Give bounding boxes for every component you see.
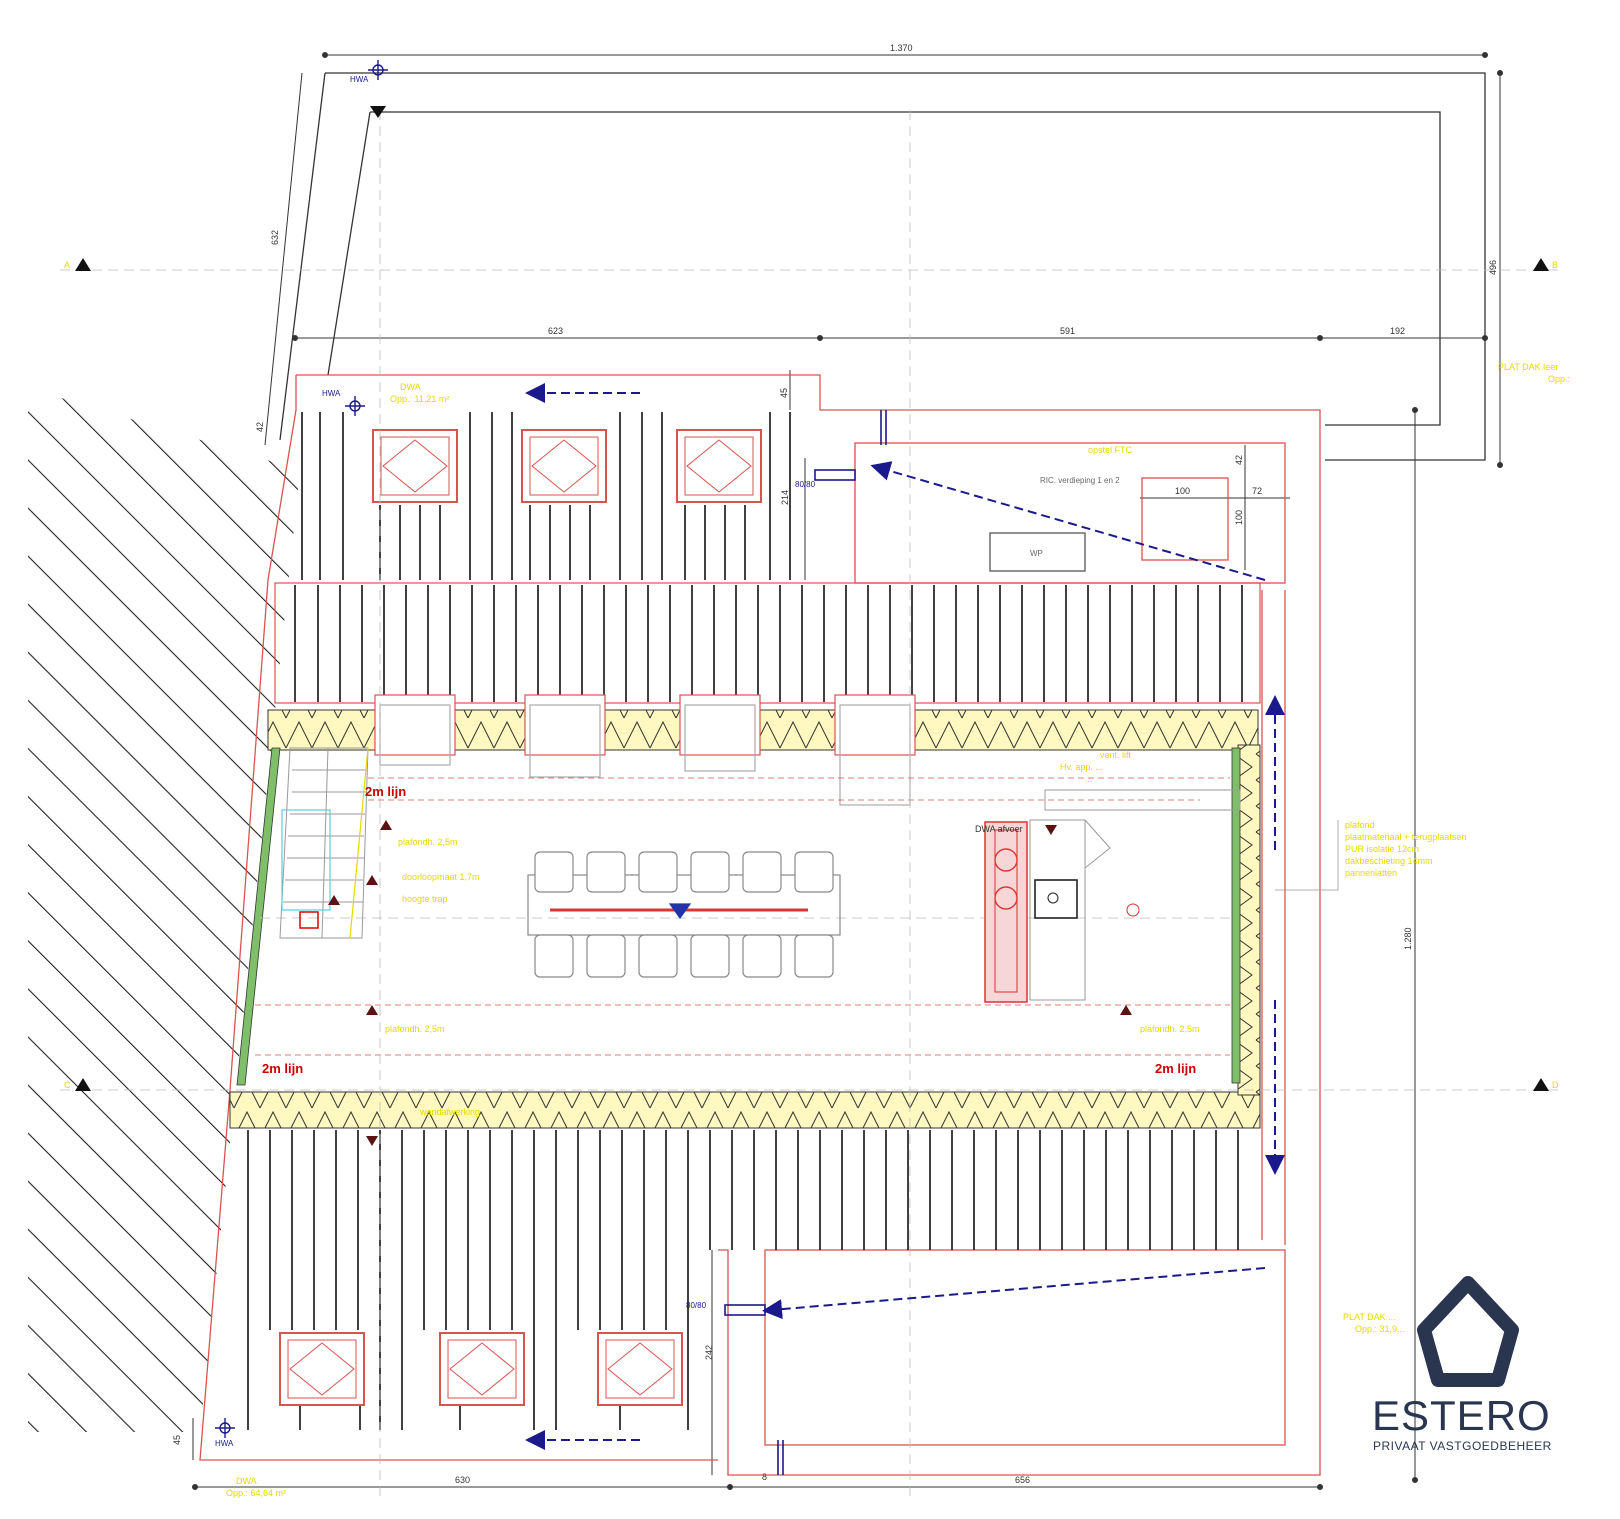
section-a: A (64, 260, 70, 270)
dimension-texts: 1.370 623 591 192 632 496 1.280 630 656 … (172, 43, 1498, 1485)
section-d: D (1552, 1080, 1559, 1090)
dim-top-mid: 591 (1060, 326, 1075, 336)
green-wall-strips (236, 747, 1241, 1086)
plat-dak-bottom-sub: Opp.: 31,9... (1355, 1324, 1405, 1334)
legend-item-5: pannenlatten (1345, 868, 1397, 878)
dim-top-total: 1.370 (890, 43, 913, 53)
legend-item-3: PUR isolatie 12cm (1345, 844, 1419, 854)
dim-242: 242 (704, 1345, 714, 1360)
skylight-top-1 (372, 429, 458, 503)
lijn-label-left: 2m lijn (262, 1061, 303, 1076)
plat-dak-top-sub: Opp.: (1548, 374, 1570, 384)
dim-42b: 42 (1234, 455, 1244, 465)
dim-right-total: 1.280 (1403, 927, 1413, 950)
note-wandafwerking: wandafwerking (419, 1107, 480, 1117)
top-roof-tiles (301, 412, 791, 580)
note-extra: ... (1085, 774, 1093, 784)
note-plafond-2: plafondh. 2,5m (385, 1024, 445, 1034)
lijn-label-top: 2m lijn (365, 784, 406, 799)
hwa-labels: HWA HWA HWA (215, 75, 369, 1448)
section-markers (75, 106, 1549, 1091)
dim-8: 8 (762, 1472, 767, 1482)
skylight-bottom-2 (439, 1332, 525, 1406)
section-c: C (64, 1080, 71, 1090)
staircase (279, 747, 369, 939)
bottom-roof-tiles (247, 1130, 1239, 1430)
plat-dak-top: PLAT DAK leer (1498, 362, 1558, 372)
chairs-top (534, 851, 834, 893)
logo-name: ESTERO (1372, 1392, 1551, 1439)
downpipes (724, 410, 887, 1475)
dwa-top-area: Opp.: 11,21 m² (390, 394, 449, 404)
dimension-lines (192, 52, 1503, 1490)
dwa-kitchen-label: DWA afvoer (975, 824, 1023, 834)
neighbour-hatch (28, 388, 300, 1432)
dim-80-bottom: 80/80 (686, 1301, 707, 1310)
note-doorloop: doorloopmaat 1,7m (402, 872, 480, 882)
dim-100-h: 100 (1234, 510, 1244, 525)
legend-item-1: plafond (1345, 820, 1375, 830)
dormers-top (374, 694, 916, 806)
note-plafond-1: plafondh. 2,5m (398, 837, 458, 847)
dim-bottom-left: 630 (455, 1475, 470, 1485)
dim-top-right: 192 (1390, 326, 1405, 336)
skylight-top-3 (676, 429, 762, 503)
section-b: B (1552, 260, 1558, 270)
centre-axis-lines (60, 110, 1560, 1500)
dim-42: 42 (255, 422, 265, 432)
dim-top-left: 623 (548, 326, 563, 336)
dim-80-top: 80/80 (795, 480, 816, 489)
skylight-bottom-3 (597, 1332, 683, 1406)
dim-right-upper: 496 (1488, 260, 1498, 275)
hwa-markers (215, 60, 388, 1438)
lijn-label-right: 2m lijn (1155, 1061, 1196, 1076)
plat-dak-bottom: PLAT DAK ... (1343, 1312, 1396, 1322)
level-markers (328, 820, 1132, 1146)
ric-note: RIC. verdieping 1 en 2 (1040, 476, 1120, 485)
note-app: Hv. app. ... (1060, 762, 1103, 772)
insulation-band-right (1237, 744, 1261, 1096)
dim-214: 214 (780, 490, 790, 505)
dim-45-bottom: 45 (172, 1435, 182, 1445)
estero-logo: ESTERO PRIVAAT VASTGOEDBEHEER (1372, 1276, 1552, 1453)
attic-room (255, 777, 1230, 1056)
note-plafond-3: plafondh. 2,5m (1140, 1024, 1200, 1034)
upper-flat-roof (279, 72, 1486, 461)
note-vent: vent. lift (1100, 750, 1132, 760)
layer-legend: plafond plaatmateriaal + terugplaatsen P… (1275, 820, 1466, 891)
roof-windows (279, 429, 762, 1406)
logo-tagline: PRIVAAT VASTGOEDBEHEER (1373, 1439, 1552, 1453)
dim-72: 72 (1252, 486, 1262, 496)
ventiel-note: opstel FTC (1088, 445, 1133, 455)
dim-100-w: 100 (1175, 486, 1190, 496)
dwa-top-label: DWA (400, 382, 421, 392)
hwa-label-top: HWA (350, 75, 369, 84)
dwa-bottom-area: Opp.: 64,64 m² (226, 1488, 286, 1498)
insulation-band-bottom (229, 1091, 1261, 1129)
two-meter-lines: 2m lijn 2m lijn 2m lijn (262, 784, 1196, 1076)
middle-roof-tiles (274, 582, 1261, 704)
legend-item-2: plaatmateriaal + terugplaatsen (1345, 832, 1466, 842)
section-labels: A B C D (64, 260, 1559, 1090)
heat-pump-unit: WP (989, 532, 1086, 572)
estero-logo-mark (1417, 1276, 1519, 1387)
dwa-bottom-label: DWA (236, 1476, 257, 1486)
skylight-top-2 (521, 429, 607, 503)
legend-item-4: dakbeschieting 14mm (1345, 856, 1433, 866)
chairs-bottom (534, 934, 834, 978)
hwa-label-mid: HWA (322, 389, 341, 398)
dim-left-upper: 632 (270, 230, 280, 245)
kitchen-island (984, 789, 1241, 1003)
skylight-bottom-1 (279, 1332, 365, 1406)
hwa-label-bottom: HWA (215, 1439, 234, 1448)
building-outline (199, 374, 1321, 1476)
drainage-arrows (525, 383, 1285, 1450)
dim-45-top: 45 (779, 388, 789, 398)
wp-label: WP (1030, 549, 1043, 558)
dining-table (527, 851, 841, 978)
annotations: DWA Opp.: 11,21 m² DWA Opp.: 64,64 m² PL… (226, 362, 1570, 1498)
dim-bottom-right: 656 (1015, 1475, 1030, 1485)
note-hoogte-trap: hoogte trap (402, 894, 448, 904)
